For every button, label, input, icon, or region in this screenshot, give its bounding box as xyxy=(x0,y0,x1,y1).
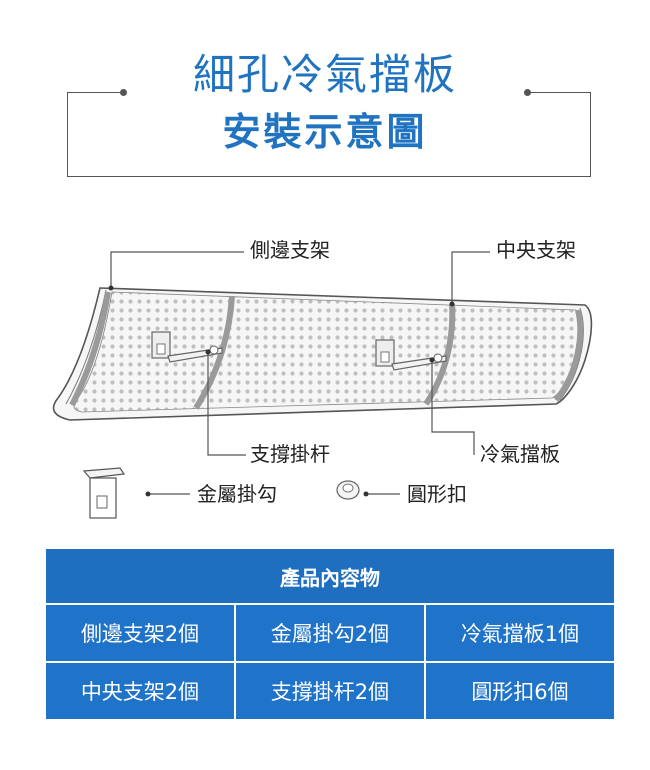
contents-table: 產品內容物 側邊支架2個 金屬掛勾2個 冷氣擋板1個 中央支架2個 支撐掛杆2個… xyxy=(45,548,615,720)
label-deflector: 冷氣擋板 xyxy=(480,442,560,466)
leader-center-bracket xyxy=(451,251,490,304)
leader-deflector xyxy=(431,360,475,455)
title-frame-dot-right xyxy=(524,89,531,96)
metal-hook-icon xyxy=(82,467,126,519)
side-bracket-left xyxy=(69,291,111,407)
label-side-bracket: 側邊支架 xyxy=(250,238,330,262)
installation-diagram xyxy=(52,251,593,519)
label-round-clip: 圓形扣 xyxy=(407,482,467,506)
table-cell: 中央支架2個 xyxy=(45,662,235,720)
table-row: 中央支架2個 支撐掛杆2個 圓形扣6個 xyxy=(45,662,615,720)
deflector-perforation xyxy=(73,291,582,413)
title-line-2: 安裝示意圖 xyxy=(222,110,428,154)
leader-side-bracket xyxy=(110,251,244,288)
title-frame-dot-left xyxy=(120,89,127,96)
table-cell: 圓形扣6個 xyxy=(425,662,615,720)
table-cell: 冷氣擋板1個 xyxy=(425,604,615,662)
round-clip-icon xyxy=(336,480,360,500)
table-cell: 側邊支架2個 xyxy=(45,604,235,662)
table-cell: 金屬掛勾2個 xyxy=(235,604,425,662)
label-support-rod: 支撐掛杆 xyxy=(250,442,330,466)
leader-support-rod xyxy=(207,352,246,456)
label-center-bracket: 中央支架 xyxy=(496,238,576,262)
contents-table-header: 產品內容物 xyxy=(45,548,615,604)
label-metal-hook: 金屬掛勾 xyxy=(197,482,277,506)
title-frame-line-left xyxy=(67,92,125,93)
title-frame-line-right xyxy=(528,92,590,93)
title-frame xyxy=(67,92,591,177)
table-row: 側邊支架2個 金屬掛勾2個 冷氣擋板1個 xyxy=(45,604,615,662)
table-cell: 支撐掛杆2個 xyxy=(235,662,425,720)
side-bracket-right xyxy=(553,309,584,402)
title-line-1: 細孔冷氣擋板 xyxy=(192,50,457,99)
